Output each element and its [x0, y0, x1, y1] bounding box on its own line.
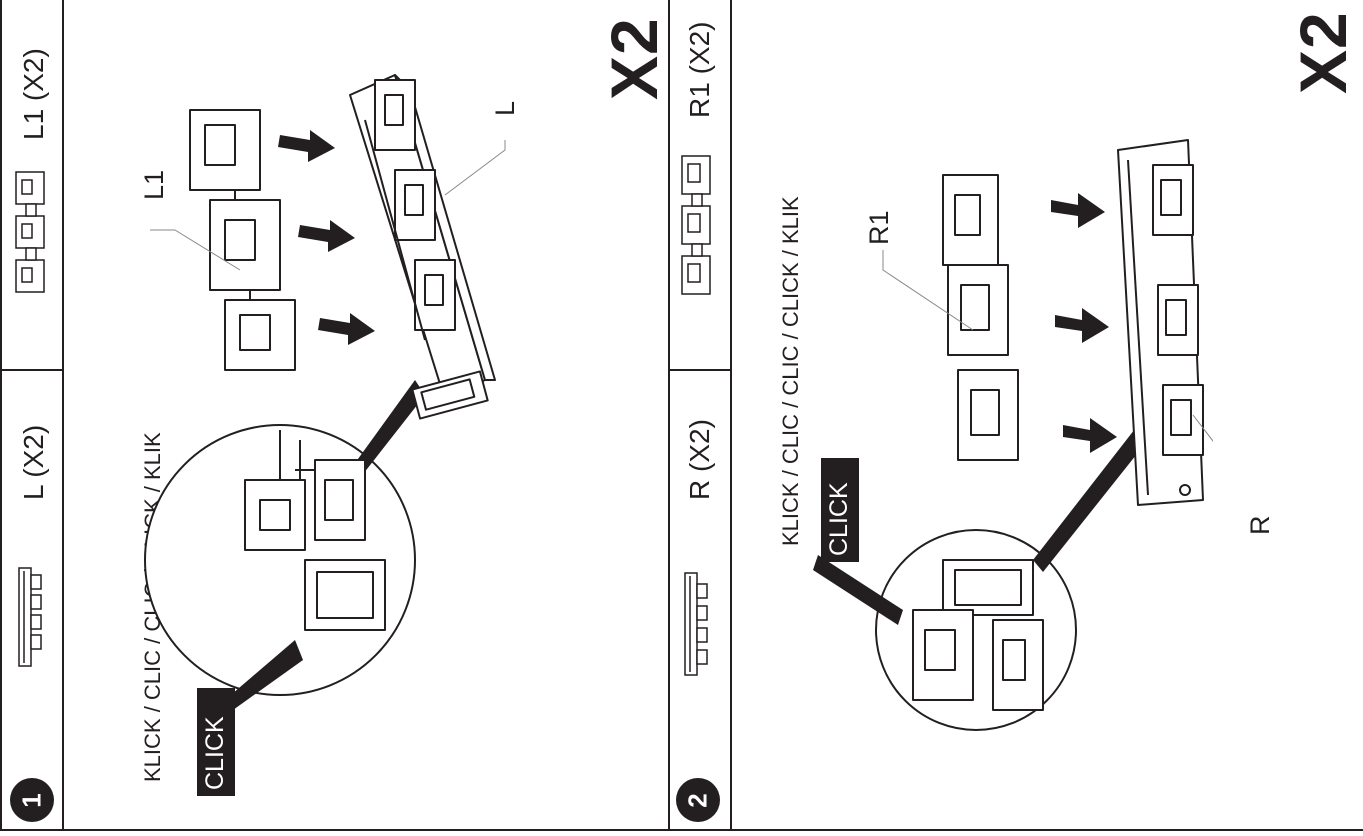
step-2-click-callout: CLICK — [821, 458, 859, 562]
part-r-thumbnail — [684, 572, 708, 676]
part-r1-label: R1 (X2) — [684, 21, 715, 118]
step-2-number: 2 — [682, 792, 713, 808]
part-l1-thumbnail — [15, 171, 45, 293]
part-r1-thumbnail — [681, 155, 711, 295]
step-2-assembly-drawing — [813, 139, 1213, 731]
part-l-thumbnail — [18, 567, 42, 667]
step-2-label-r1: R1 — [864, 210, 894, 245]
step-1-click-callout: CLICK — [197, 688, 235, 796]
step-1-number: 1 — [16, 792, 47, 808]
part-l1-label: L1 (X2) — [18, 48, 49, 140]
step-2-label-r: R — [1245, 515, 1275, 536]
part-r-label: R (X2) — [684, 419, 715, 500]
step-1-badge: 1 — [10, 778, 54, 822]
step-2-multiplier: X2 — [1286, 11, 1360, 94]
step-1-label-l1: L1 — [139, 169, 169, 200]
part-l-label: L (X2) — [18, 424, 49, 500]
step-1-multiplier: X2 — [597, 17, 671, 100]
step-2-badge: 2 — [676, 778, 720, 822]
step-1-label-l: L — [490, 100, 520, 116]
step-1-assembly-drawing — [144, 74, 506, 710]
